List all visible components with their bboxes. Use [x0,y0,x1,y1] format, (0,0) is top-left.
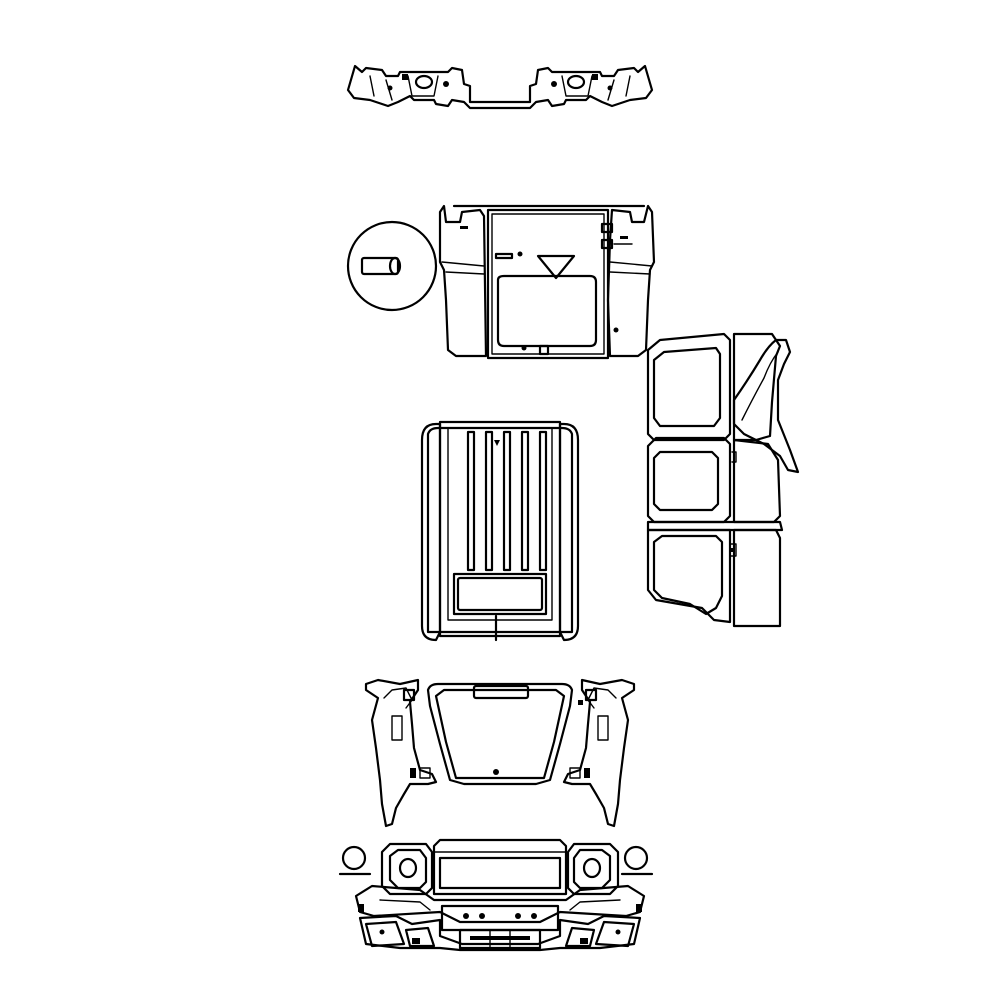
roof-panel [420,420,580,642]
front-grille-bumper [338,838,654,952]
rear-door-assembly [438,204,656,360]
hood-and-fenders [364,678,636,828]
side-door-panels [646,332,800,628]
detail-callout [346,220,438,312]
rear-bumper-panel [346,64,654,110]
